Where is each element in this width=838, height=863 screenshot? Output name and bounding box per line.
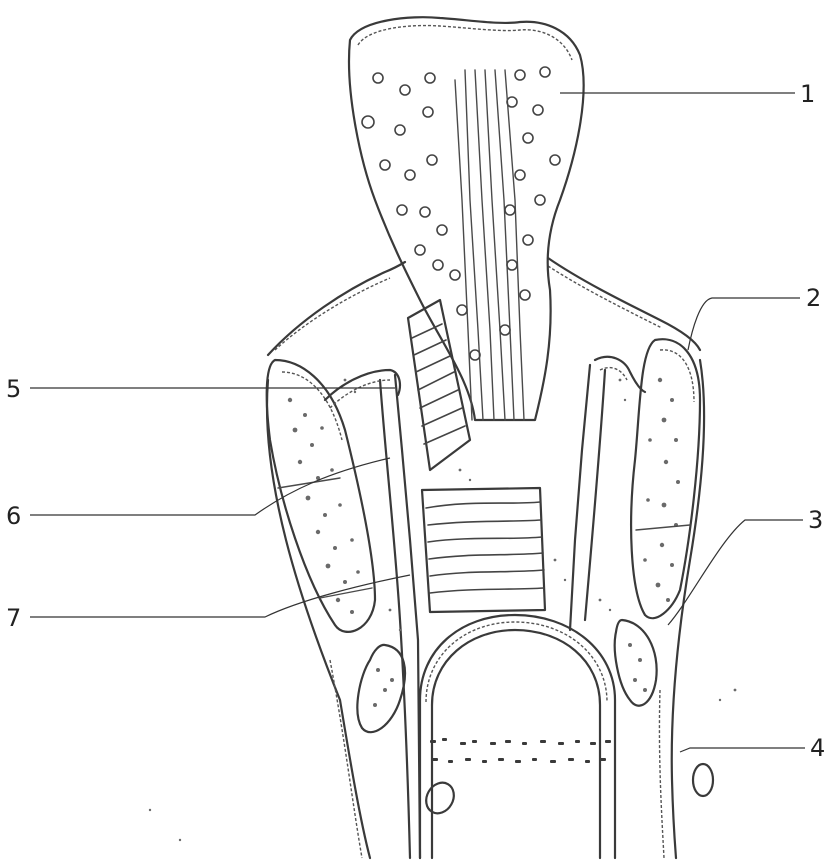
label-7: 7 bbox=[6, 604, 21, 632]
label-2: 2 bbox=[806, 284, 821, 312]
label-3: 3 bbox=[808, 506, 823, 534]
leader-2 bbox=[688, 298, 800, 350]
right-bottom-ring bbox=[693, 764, 713, 796]
labels: 1 2 3 4 5 6 7 bbox=[6, 80, 825, 762]
label-5: 5 bbox=[6, 375, 21, 403]
lower-hatched-block bbox=[422, 488, 545, 612]
label-6: 6 bbox=[6, 502, 21, 530]
background-stipple bbox=[149, 379, 737, 842]
label-4: 4 bbox=[810, 734, 825, 762]
outer-contour bbox=[267, 258, 704, 858]
head-structure bbox=[349, 17, 584, 420]
right-lateral-body bbox=[631, 339, 700, 618]
leader-6 bbox=[30, 458, 390, 515]
left-lower-oval bbox=[357, 645, 405, 732]
label-1: 1 bbox=[800, 80, 815, 108]
upper-hatched-band bbox=[408, 300, 470, 470]
left-bottom-ring bbox=[421, 778, 460, 819]
transverse-fibres bbox=[430, 738, 611, 763]
right-lower-oval bbox=[615, 620, 657, 706]
lower-arch bbox=[420, 615, 615, 858]
left-lateral-body bbox=[267, 360, 375, 632]
leader-4 bbox=[680, 748, 805, 752]
